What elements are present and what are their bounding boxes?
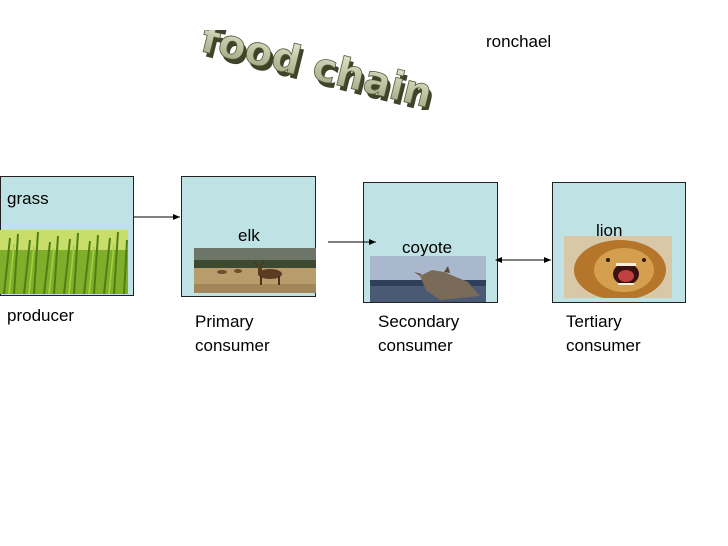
- grass-label: grass: [7, 189, 49, 208]
- tertiary-consumer-label: Tertiary consumer: [566, 312, 641, 355]
- producer-label: producer: [7, 306, 75, 325]
- author-name: ronchael: [486, 32, 552, 51]
- primary-consumer-label: Primary consumer: [195, 312, 270, 355]
- coyote-image: [370, 256, 486, 302]
- grass-image: [0, 230, 128, 294]
- lion-label: lion: [596, 221, 623, 240]
- elk-label: elk: [238, 226, 260, 245]
- lion-image: [564, 236, 672, 298]
- coyote-label: coyote: [402, 238, 453, 257]
- secondary-consumer-label: Secondary consumer: [378, 312, 460, 355]
- elk-image: [194, 248, 316, 293]
- page-title: food chain food chain: [148, 15, 488, 122]
